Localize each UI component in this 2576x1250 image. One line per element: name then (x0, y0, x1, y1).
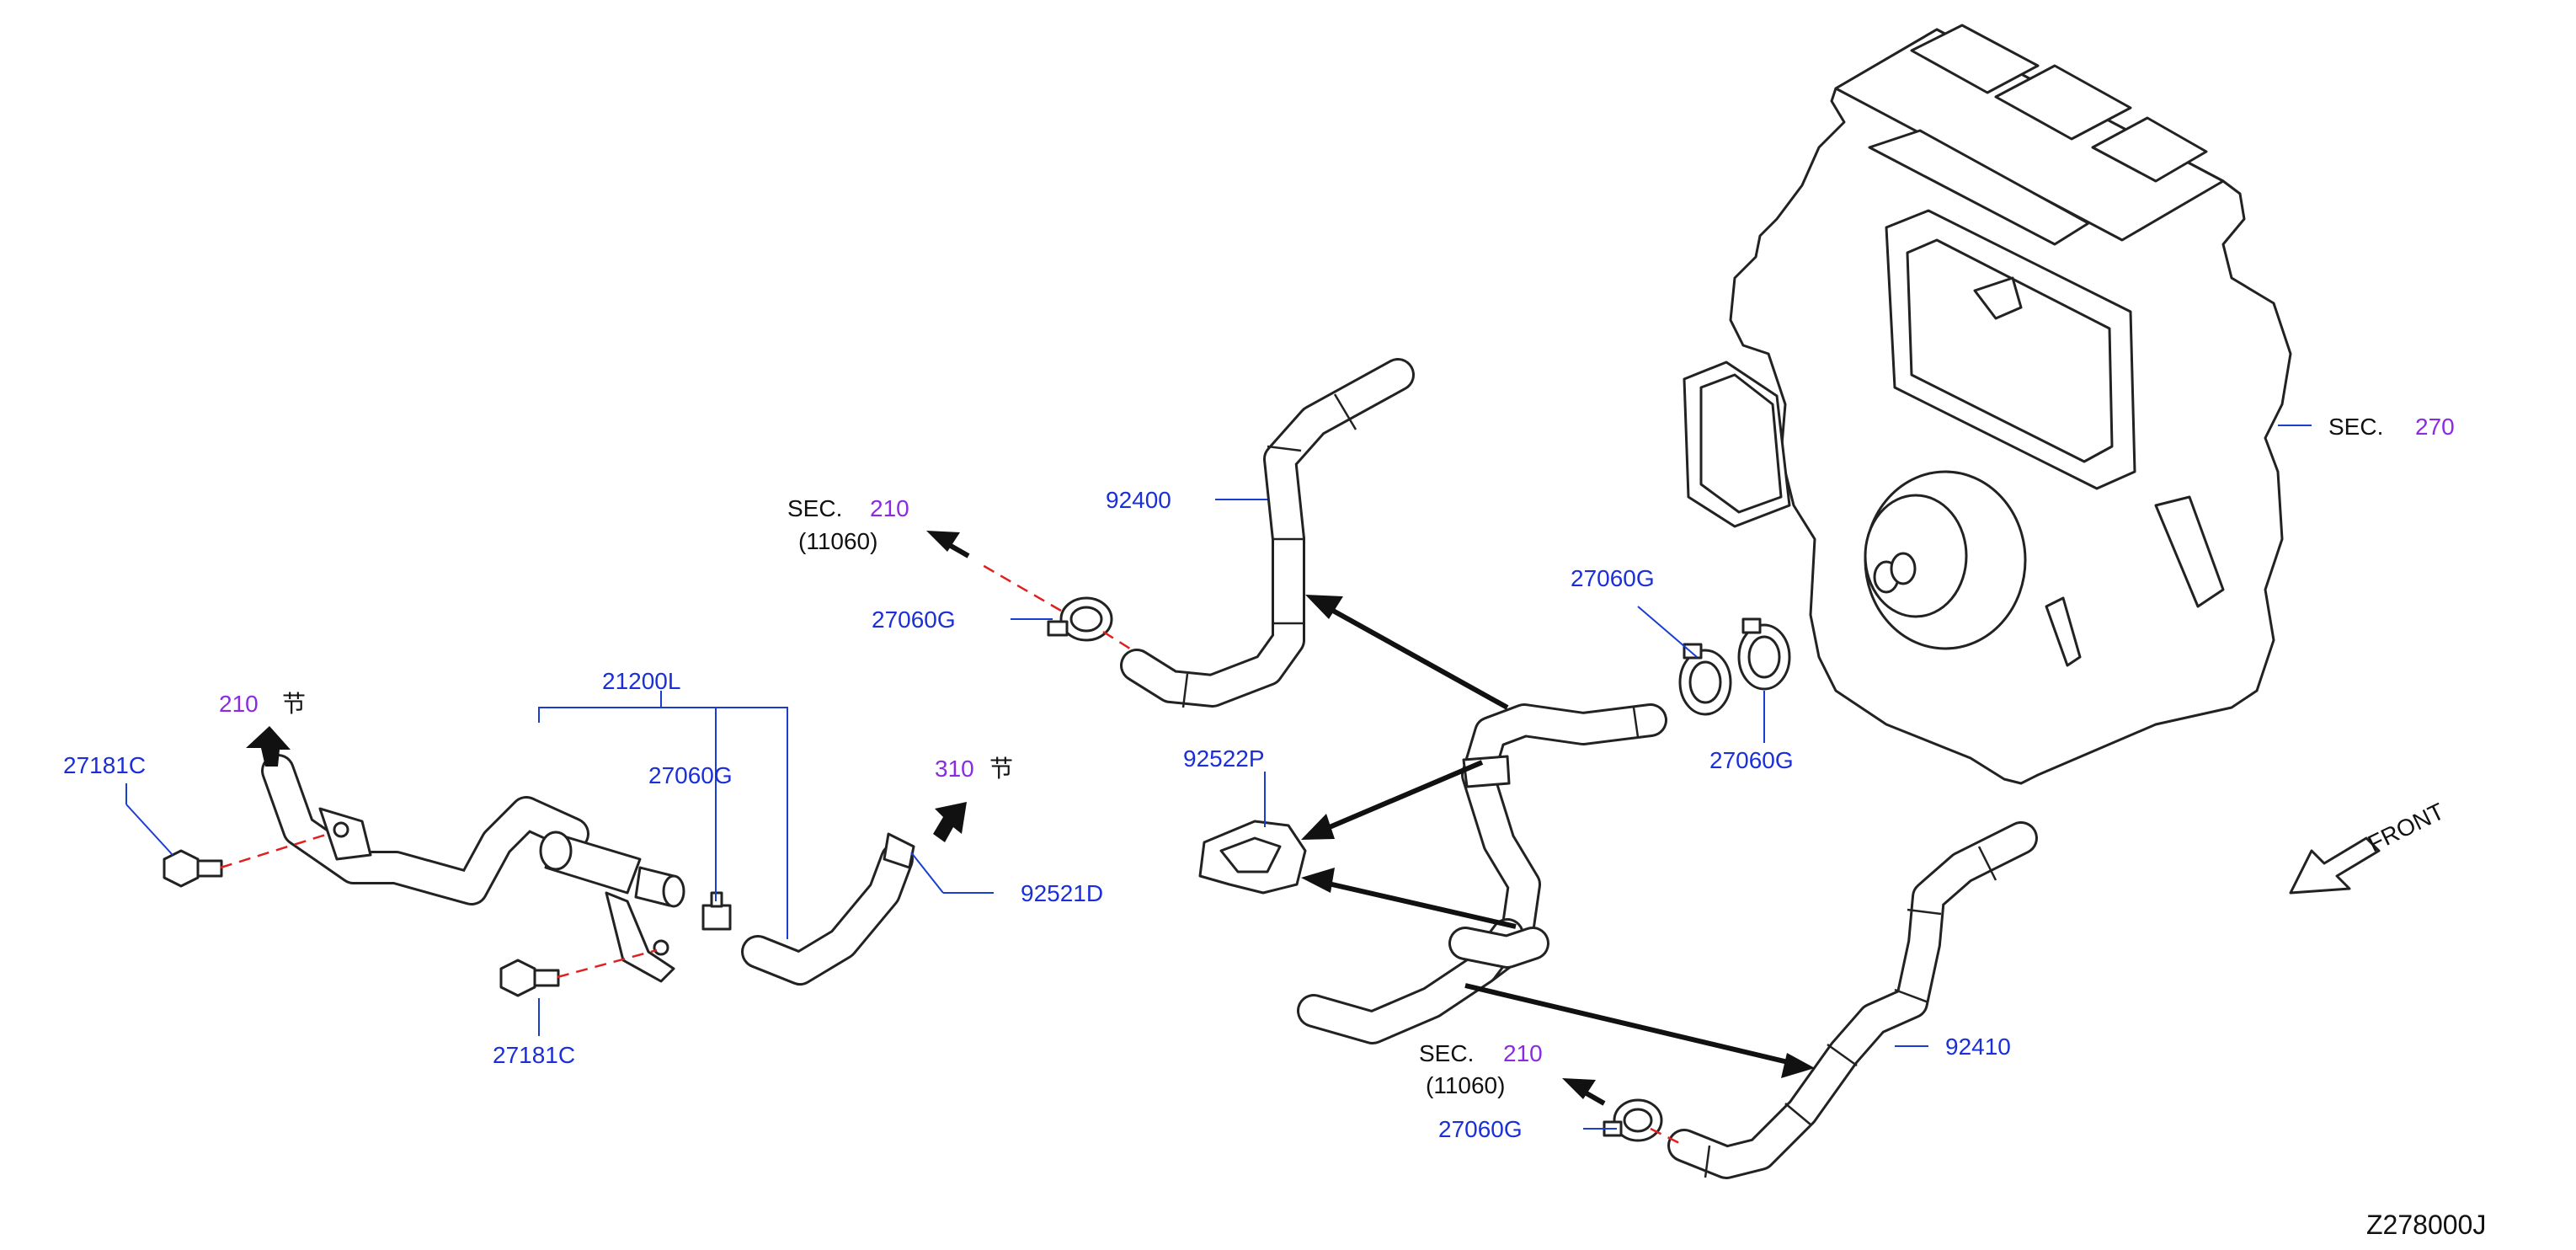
label-27060G-center: 27060G (648, 762, 733, 788)
sec-270-prefix: SEC. (2328, 414, 2383, 440)
label-27060G-right-top: 27060G (1571, 565, 1655, 591)
clamp-27060G-left[interactable] (701, 891, 732, 931)
sec-210-top-sub: (11060) (798, 528, 877, 554)
label-21200L: 21200L (602, 668, 680, 694)
bolt-27181C-left[interactable] (163, 849, 223, 888)
sec-210-top-prefix: SEC. (787, 495, 842, 521)
ref-210-number: 210 (219, 691, 259, 717)
front-label: FRONT (2364, 798, 2448, 857)
ref-210-glyph: 节 (282, 691, 306, 717)
hose-92410[interactable] (1667, 821, 2038, 1179)
bolt-27181C-bottom[interactable] (499, 959, 560, 997)
sec-210-bottom-number: 210 (1503, 1040, 1543, 1066)
label-92521D: 92521D (1021, 880, 1103, 906)
clamp-27060G-right-a[interactable] (1678, 643, 1732, 716)
clamp-27060G-bottom[interactable] (1603, 1098, 1663, 1142)
direction-arrows (246, 531, 1815, 1106)
label-92522P: 92522P (1183, 745, 1265, 772)
sec-210-top-number: 210 (870, 495, 909, 521)
diagram-code: Z278000J (2366, 1210, 2486, 1240)
clamp-27060G-upper-left[interactable] (1047, 596, 1113, 642)
clamp-27060G-right-b[interactable] (1737, 617, 1791, 691)
ref-310-number: 310 (935, 756, 974, 782)
ref-310-glyph: 节 (989, 756, 1013, 782)
label-27060G-right-bottom: 27060G (1709, 747, 1794, 773)
label-92410: 92410 (1945, 1034, 2011, 1060)
front-indicator: FRONT (2289, 798, 2448, 895)
leader-lines (125, 499, 1928, 1130)
hose-assembly-center[interactable] (1297, 703, 1667, 1044)
bracket-92522P[interactable] (1198, 820, 1307, 895)
label-27181C-left: 27181C (63, 752, 146, 778)
label-27181C-bottom: 27181C (493, 1042, 575, 1068)
sec-210-bottom-prefix: SEC. (1419, 1040, 1474, 1066)
heater-unit[interactable] (1683, 24, 2312, 785)
valve-assembly-21200L[interactable] (261, 754, 915, 986)
hose-92400[interactable] (1120, 358, 1415, 708)
label-27060G-top-left: 27060G (872, 606, 956, 633)
label-27060G-bottom: 27060G (1438, 1116, 1523, 1142)
label-92400: 92400 (1106, 487, 1171, 513)
dashed-links (220, 563, 1685, 1147)
sec-270-number: 270 (2415, 414, 2455, 440)
sec-210-bottom-sub: (11060) (1426, 1072, 1505, 1098)
labels: SEC. 210 (11060) 92400 27060G SEC. 270 2… (63, 414, 2486, 1240)
